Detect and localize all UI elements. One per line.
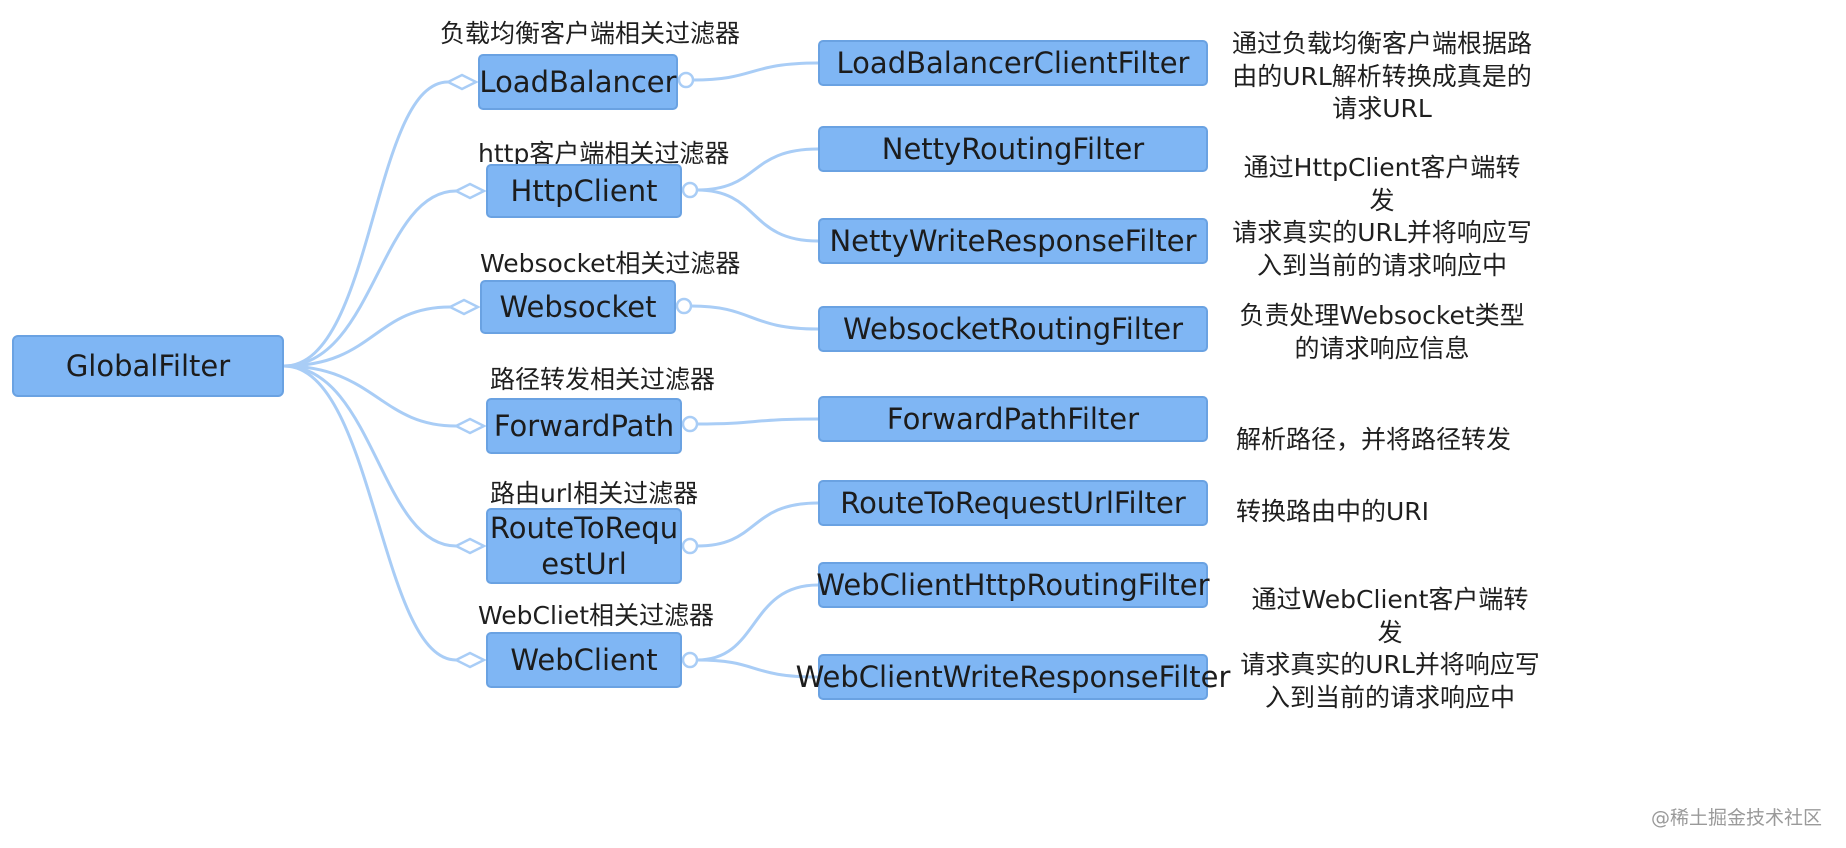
category-node-forwardpath: ForwardPath: [486, 398, 682, 454]
description-line: 由的URL解析转换成真是的: [1232, 61, 1532, 91]
filter-node-label: NettyRoutingFilter: [881, 131, 1145, 166]
branch-diamond: [453, 651, 487, 669]
connector-root-to-category: [283, 364, 457, 428]
connector-category-to-filter: [692, 61, 819, 82]
group-title-websocket: Websocket相关过滤器: [480, 249, 741, 278]
connector-root-to-category: [283, 364, 457, 662]
description-forwardpath: 解析路径，并将路径转发: [1236, 424, 1536, 457]
filter-node-nettyroutingfilter: NettyRoutingFilter: [818, 126, 1208, 172]
category-node-label: LoadBalancer: [479, 64, 677, 99]
category-node-httpclient: HttpClient: [486, 164, 682, 218]
description-line: 通过HttpClient客户端转发: [1243, 153, 1521, 215]
branch-circle: [681, 181, 699, 199]
filter-node-websocketroutingfilter: WebsocketRoutingFilter: [818, 306, 1208, 352]
branch-diamond: [445, 73, 479, 91]
description-websocket: 负责处理Websocket类型 的请求响应信息: [1232, 300, 1532, 365]
description-webclient: 通过WebClient客户端转发 请求真实的URL并将响应写 入到当前的请求响应…: [1240, 584, 1540, 714]
filter-node-label: NettyWriteResponseFilter: [829, 223, 1197, 258]
watermark: @稀土掘金技术社区: [1650, 807, 1822, 829]
filter-node-nettywriteresponsefilter: NettyWriteResponseFilter: [818, 218, 1208, 264]
category-node-websocket: Websocket: [480, 280, 676, 334]
description-line: 请求URL: [1332, 94, 1432, 123]
description-line: 负责处理Websocket类型: [1239, 301, 1525, 330]
branch-circle: [675, 297, 693, 315]
filter-node-label: WebClientHttpRoutingFilter: [816, 567, 1210, 602]
filter-node-webclienthttproutingfilter: WebClientHttpRoutingFilter: [816, 562, 1210, 608]
description-line: 的请求响应信息: [1294, 333, 1470, 363]
description-loadbalancer: 通过负载均衡客户端根据路 由的URL解析转换成真是的 请求URL: [1232, 28, 1532, 126]
category-node-routetorequesturl: RouteToRequ estUrl: [486, 508, 682, 584]
connector-category-to-filter: [696, 501, 819, 548]
filter-node-label: WebClientWriteResponseFilter: [795, 659, 1231, 694]
branch-circle: [681, 537, 699, 555]
connector-root-to-category: [283, 80, 449, 368]
connector-category-to-filter: [690, 304, 819, 331]
filter-node-label: RouteToRequestUrlFilter: [840, 485, 1186, 520]
description-line: 转换路由中的URI: [1236, 497, 1430, 526]
connector-root-to-category: [283, 189, 457, 368]
branch-diamond: [453, 417, 487, 435]
group-title-routetorequesturl: 路由url相关过滤器: [490, 479, 699, 508]
category-node-webclient: WebClient: [486, 632, 682, 688]
connector-category-to-filter: [696, 658, 819, 679]
group-title-webclient: WebCliet相关过滤器: [478, 601, 715, 630]
category-node-label: ForwardPath: [493, 408, 675, 443]
filter-node-forwardpathfilter: ForwardPathFilter: [818, 396, 1208, 442]
branch-diamond: [453, 537, 487, 555]
category-node-label-line-1: RouteToRequ: [489, 510, 679, 545]
description-line: 入到当前的请求响应中: [1264, 682, 1515, 712]
group-title-forwardpath: 路径转发相关过滤器: [490, 365, 716, 394]
root-node-label: GlobalFilter: [65, 348, 231, 383]
branch-circle: [681, 651, 699, 669]
branch-diamond: [447, 298, 481, 316]
branch-circle: [677, 71, 695, 89]
filter-node-label: WebsocketRoutingFilter: [843, 311, 1183, 346]
connector-root-to-category: [283, 305, 451, 368]
description-line: 通过负载均衡客户端根据路: [1232, 29, 1533, 58]
description-line: 请求真实的URL并将响应写: [1232, 218, 1532, 247]
description-line: 请求真实的URL并将响应写: [1240, 650, 1540, 679]
connector-root-to-category: [283, 364, 457, 548]
description-routetorequesturl: 转换路由中的URI: [1236, 496, 1536, 529]
connector-category-to-filter: [696, 417, 819, 426]
group-title-httpclient: http客户端相关过滤器: [478, 139, 730, 168]
connector-category-to-filter: [696, 188, 819, 243]
filter-node-loadbalancerclientfilter: LoadBalancerClientFilter: [818, 40, 1208, 86]
branch-circle: [681, 415, 699, 433]
connector-category-to-filter: [696, 583, 819, 662]
category-node-label: WebClient: [510, 642, 658, 677]
filter-node-label: LoadBalancerClientFilter: [836, 45, 1190, 80]
category-node-label: HttpClient: [510, 173, 658, 208]
description-line: 通过WebClient客户端转发: [1251, 585, 1529, 647]
category-node-loadbalancer: LoadBalancer: [478, 54, 678, 110]
description-line: 入到当前的请求响应中: [1256, 250, 1507, 280]
group-title-loadbalancer: 负载均衡客户端相关过滤器: [440, 19, 741, 48]
filter-node-webclientwriteresponsefilter: WebClientWriteResponseFilter: [796, 654, 1230, 700]
root-node-globalfilter: GlobalFilter: [12, 335, 284, 397]
filter-node-label: ForwardPathFilter: [886, 401, 1140, 436]
branch-diamond: [453, 182, 487, 200]
filter-node-routetorequesturlfilter: RouteToRequestUrlFilter: [818, 480, 1208, 526]
description-line: 解析路径，并将路径转发: [1236, 425, 1512, 454]
description-httpclient: 通过HttpClient客户端转发 请求真实的URL并将响应写 入到当前的请求响…: [1232, 152, 1532, 282]
connector-category-to-filter: [696, 147, 819, 192]
category-node-label-line-2: estUrl: [541, 547, 627, 581]
category-node-label: Websocket: [499, 289, 657, 324]
